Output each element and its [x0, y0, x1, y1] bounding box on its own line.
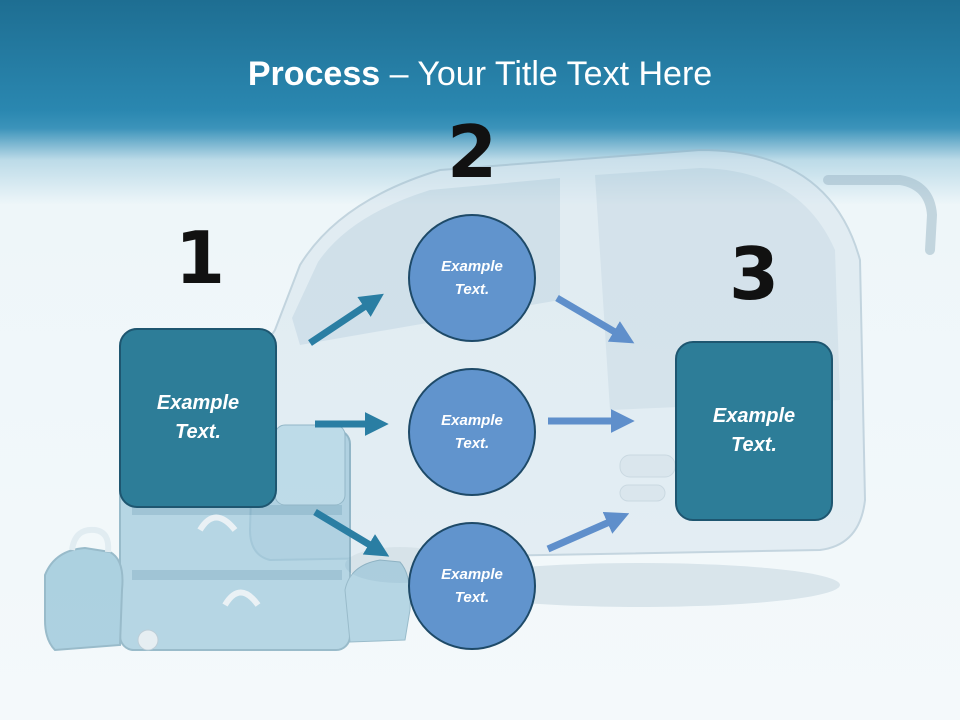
step-2-circle-middle-text: Example Text.: [441, 412, 503, 452]
step-number-2: 2: [446, 110, 498, 194]
step-3-text: Example Text.: [712, 405, 796, 456]
step-2-circle-top-text: Example Text.: [441, 258, 503, 298]
step-2-circle-top: Example Text.: [408, 214, 536, 342]
step-number-3: 3: [728, 232, 780, 316]
step-3-box: Example Text.: [675, 341, 833, 521]
step-2-circle-bottom: Example Text.: [408, 522, 536, 650]
title-bold: Process: [247, 55, 381, 93]
step-1-text: Example Text.: [156, 392, 240, 443]
step-number-1: 1: [174, 216, 226, 300]
step-2-circle-middle: Example Text.: [408, 368, 536, 496]
title-rest: – Your Title Text Here: [380, 55, 713, 93]
step-2-circle-bottom-text: Example Text.: [441, 566, 503, 606]
slide-title: Process – Your Title Text Here: [0, 52, 960, 96]
step-1-box: Example Text.: [119, 328, 277, 508]
